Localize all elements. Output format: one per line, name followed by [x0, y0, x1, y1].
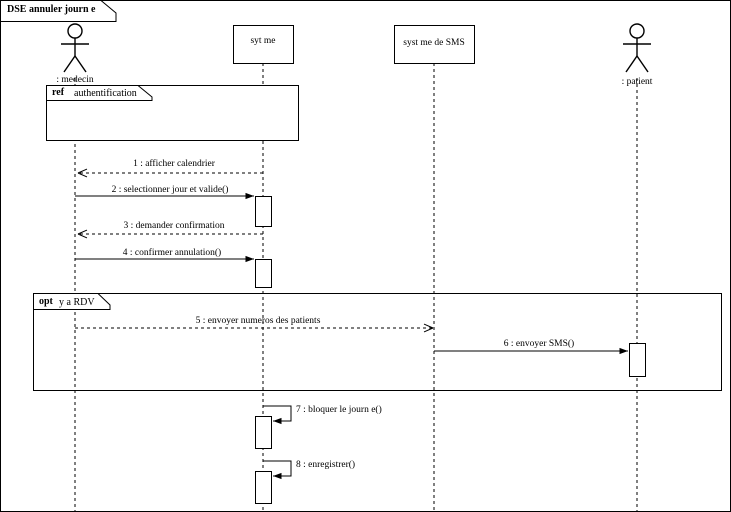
activation-systeme-1	[255, 196, 272, 227]
message-2-label: 2 : selectionner jour et valide()	[111, 185, 229, 195]
fragment-opt-operand-label: y a RDV	[59, 297, 95, 308]
activation-systeme-3	[255, 416, 272, 449]
message-6-label: 6 : envoyer SMS()	[503, 339, 575, 349]
lifeline-label-systeme-sms: syst me de SMS	[403, 38, 465, 48]
message-7-label: 7 : bloquer le journ e()	[296, 405, 382, 415]
message-5-label: 5 : envoyer numeros des patients	[195, 316, 321, 326]
fragment-ref-authentification	[46, 85, 299, 141]
activation-systeme-4	[255, 471, 272, 504]
message-3-label: 3 : demander confirmation	[123, 221, 225, 231]
activation-patient-1	[629, 343, 646, 377]
fragment-ref-operator-label: ref	[52, 87, 65, 98]
message-7-arrow	[263, 405, 292, 425]
message-4-label: 4 : confirmer annulation()	[122, 248, 222, 258]
lifeline-label-medecin: : medecin	[56, 75, 94, 85]
lifeline-label-patient: : patient	[621, 77, 653, 87]
message-8-arrow	[263, 460, 292, 480]
message-8-label: 8 : enregistrer()	[296, 460, 356, 470]
lifeline-box-systeme	[233, 25, 294, 64]
actor-medecin-figure	[61, 23, 89, 73]
activation-systeme-2	[255, 259, 272, 288]
lifeline-box-systeme-sms	[394, 25, 475, 64]
lifeline-label-systeme: syt me	[250, 36, 276, 46]
actor-patient-figure	[623, 23, 651, 73]
activation-bars	[255, 196, 646, 504]
frame-title-tab	[0, 0, 117, 22]
fragment-opt-operator-label: opt	[39, 296, 53, 307]
fragment-ref-operand-label: authentification	[74, 88, 137, 99]
fragment-opt-tab	[33, 293, 111, 310]
fragment-opt-y-a-rdv	[33, 293, 722, 391]
fragment-ref-tab	[46, 85, 153, 101]
message-1-label: 1 : afficher calendrier	[133, 159, 215, 169]
frame-title-label: DSE annuler journ e	[7, 4, 96, 15]
